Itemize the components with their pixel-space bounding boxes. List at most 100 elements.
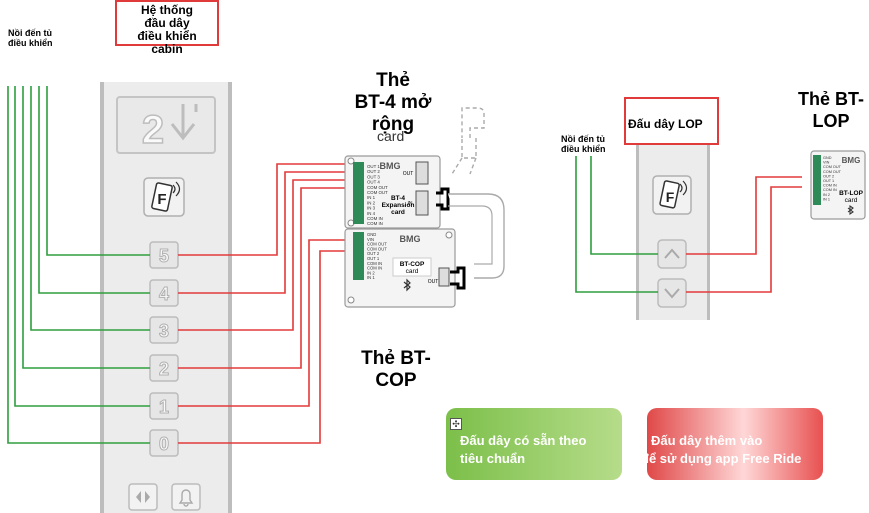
bt4-brand: BMG bbox=[380, 161, 401, 171]
legend-green-line-2: tiêu chuẩn bbox=[460, 451, 526, 466]
note-left-line-1: Nồi đến tủ bbox=[8, 28, 52, 38]
floor-button-4[interactable]: 4 bbox=[149, 279, 179, 307]
lop-rail-right bbox=[707, 145, 710, 320]
standard-wires-left bbox=[7, 86, 150, 444]
standard-wires-right bbox=[575, 156, 658, 293]
btlop-card-name-2: card bbox=[845, 197, 858, 204]
pin-label: GND bbox=[367, 232, 376, 237]
door-open-button[interactable] bbox=[128, 483, 158, 511]
floor-buttons: 5 4 3 2 1 0 bbox=[149, 241, 179, 457]
btlop-title-line-1: Thẻ BT- bbox=[798, 89, 864, 109]
landing-panel-right: F bbox=[636, 145, 710, 320]
green-wire bbox=[46, 86, 150, 256]
pin-label: COM OUT bbox=[367, 242, 387, 247]
ribbon-cable-inner bbox=[448, 205, 493, 265]
pin-label: COM IN bbox=[367, 221, 383, 226]
floor-button-label: 4 bbox=[159, 284, 169, 304]
pin-label: IN 1 bbox=[823, 197, 830, 201]
btcop-title-line-1: Thẻ BT- bbox=[361, 348, 431, 369]
note-left-line-2: điều khiển bbox=[8, 38, 53, 48]
green-wire bbox=[22, 86, 150, 369]
cabin-title-line-1: Hệ thống bbox=[141, 3, 193, 17]
pin-label: IN 2 bbox=[823, 193, 830, 197]
pin-label: OUT 3 bbox=[367, 174, 380, 179]
green-wire-down bbox=[575, 156, 658, 293]
note-right-line-1: Nồi đến tủ bbox=[561, 134, 605, 144]
floor-button-5[interactable]: 5 bbox=[149, 241, 179, 269]
floor-display-number: 2 bbox=[142, 108, 164, 152]
pin-label: OUT 4 bbox=[367, 180, 380, 185]
panel-rail-left bbox=[100, 82, 104, 513]
pin-label: IN 3 bbox=[367, 206, 376, 211]
pin-label: OUT 1 bbox=[367, 164, 380, 169]
green-wire bbox=[30, 86, 150, 331]
panel-rail-right bbox=[228, 82, 232, 513]
bt4-card-name-1: BT-4 bbox=[391, 195, 405, 202]
btcop-connector-clip bbox=[450, 266, 466, 290]
lop-wiring-label: Đấu dây LOP bbox=[628, 117, 703, 131]
red-wire bbox=[178, 187, 346, 369]
call-down-button[interactable] bbox=[657, 278, 687, 308]
pin-label: COM OUT bbox=[823, 165, 842, 169]
alarm-bell-button[interactable] bbox=[171, 483, 201, 511]
green-wire bbox=[14, 86, 150, 407]
btcop-out-label: OUT bbox=[428, 279, 439, 285]
floor-button-0[interactable]: 0 bbox=[149, 429, 179, 457]
bt4-card-name-3: card bbox=[391, 209, 405, 216]
note-to-controller-left: Nồi đến tủ điều khiển bbox=[8, 28, 53, 48]
pin-label: IN 1 bbox=[367, 275, 375, 280]
red-wire bbox=[178, 163, 346, 256]
chevron-down-icon bbox=[664, 288, 680, 299]
bt4-cable-outline bbox=[451, 107, 485, 175]
floor-button-label: 1 bbox=[159, 397, 169, 417]
floor-button-label: 0 bbox=[159, 434, 169, 454]
pin-label: IN 4 bbox=[367, 211, 376, 216]
btcop-socket bbox=[438, 267, 450, 287]
pin-label: COM OUT bbox=[367, 246, 387, 251]
bt4-card-title: Thẻ BT-4 mở rộng bbox=[338, 70, 448, 136]
pin-label: COM IN bbox=[367, 216, 383, 221]
btlop-brand: BMG bbox=[842, 156, 861, 165]
btlop-card-name-1: BT-LOP bbox=[839, 190, 863, 197]
cabin-title-line-3: điều khiển bbox=[137, 29, 197, 43]
green-wire bbox=[38, 86, 150, 294]
legend-red-line-2: để sử dụng app Free Ride bbox=[647, 451, 802, 466]
lop-card-letter: F bbox=[666, 189, 675, 205]
floor-button-2[interactable]: 2 bbox=[149, 354, 179, 382]
bt4-card-name-2: Expansion bbox=[382, 202, 415, 209]
bt4-out-label: OUT bbox=[403, 171, 414, 177]
chevron-up-icon bbox=[664, 248, 680, 259]
lop-wiring-box: Đấu dây LOP bbox=[624, 97, 719, 145]
red-wire-up bbox=[686, 176, 802, 255]
cabin-title-line-2: đầu dây bbox=[144, 16, 190, 30]
btcop-terminal-block bbox=[353, 232, 364, 280]
bt4-title-line-2: BT-4 mở bbox=[354, 92, 432, 113]
call-up-button[interactable] bbox=[657, 239, 687, 269]
red-wire bbox=[178, 239, 346, 407]
legend-green-line-1: Đấu dây có sẵn theo bbox=[460, 433, 587, 448]
bt4-connector-clip bbox=[436, 187, 450, 211]
floor-button-1[interactable]: 1 bbox=[149, 392, 179, 420]
legend-red-line-1: Đấu dây thêm vào bbox=[651, 433, 763, 448]
pin-label: OUT 2 bbox=[823, 174, 834, 178]
lop-card-waves bbox=[679, 180, 688, 196]
pin-label: GND bbox=[823, 156, 832, 160]
pin-label: COM IN bbox=[367, 261, 382, 266]
bt4-out-connector bbox=[415, 161, 429, 185]
btcop-card-title: Thẻ BT- COP bbox=[346, 348, 446, 392]
cabin-wiring-title-box: Hệ thống đầu dây điều khiển cabin bbox=[115, 0, 219, 56]
card-reader-icon: F bbox=[151, 181, 181, 212]
move-handle-icon[interactable]: ✣ bbox=[450, 418, 462, 430]
floor-button-3[interactable]: 3 bbox=[149, 316, 179, 344]
btcop-card-name-1: BT-COP bbox=[400, 261, 425, 268]
green-wire bbox=[7, 86, 150, 444]
btlop-card-title: Thẻ BT- LOP bbox=[786, 88, 869, 132]
btcop-title-line-2: COP bbox=[375, 370, 417, 391]
floor-button-label: 5 bbox=[159, 246, 169, 266]
red-wire bbox=[178, 179, 346, 331]
